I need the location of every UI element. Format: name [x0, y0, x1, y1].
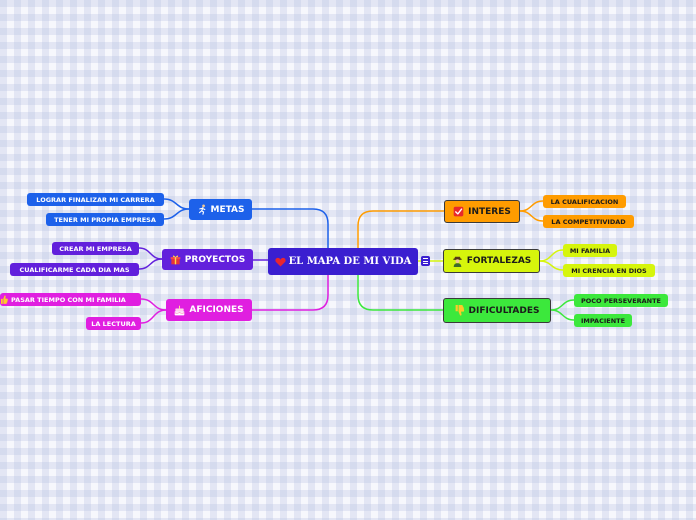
link-fortalezas-child-1 [539, 249, 564, 262]
subtopic-poco-perseverante[interactable]: POCO PERSEVERANTE [574, 294, 668, 307]
subtopic-label: MI CRENCIA EN DIOS [571, 266, 647, 275]
heart-icon [274, 257, 286, 267]
branch-label: PROYECTOS [184, 254, 246, 265]
link-center-metas [251, 208, 329, 249]
branch-label: METAS [210, 204, 245, 215]
subtopic-label: LA COMPETITIVIDAD [551, 217, 626, 226]
gift-icon [170, 254, 181, 265]
branch-interes[interactable]: INTERES [444, 200, 520, 223]
subtopic-pasar-tiempo[interactable]: PASAR TIEMPO CON MI FAMILIA [0, 293, 141, 306]
subtopic-label: LA CUALIFICACION [550, 197, 619, 206]
subtopic-label: TENER MI PROPIA EMPRESA [54, 215, 156, 224]
link-aficiones-child-2 [140, 309, 167, 324]
subtopic-label: POCO PERSEVERANTE [581, 296, 661, 305]
thumbs-down-icon [455, 305, 465, 316]
branch-aficiones[interactable]: AFICIONES [166, 299, 252, 321]
subtopic-label: IMPACIENTE [580, 316, 626, 325]
link-proyectos-child-2 [138, 258, 163, 270]
link-metas-child-2 [163, 208, 190, 220]
subtopic-label: CREAR MI EMPRESA [59, 244, 132, 253]
branch-label: FORTALEZAS [466, 256, 532, 266]
subtopic-label: CUALIFICARME CADA DIA MAS [19, 265, 130, 274]
subtopic-cualificacion[interactable]: LA CUALIFICACION [543, 195, 626, 208]
branch-fortalezas[interactable]: FORTALEZAS [443, 249, 540, 273]
subtopic-label: LOGRAR FINALIZAR MI CARRERA [36, 195, 155, 204]
notes-icon[interactable] [421, 256, 430, 266]
branch-label: DIFICULTADES [468, 305, 540, 316]
subtopic-crear-empresa[interactable]: CREAR MI EMPRESA [52, 242, 139, 255]
link-proyectos-child-1 [138, 247, 163, 260]
subtopic-cualificarme[interactable]: CUALIFICARME CADA DIA MAS [10, 263, 139, 276]
hand-icon [1, 295, 8, 304]
link-metas-child-1 [163, 198, 190, 210]
branch-metas[interactable]: METAS [189, 199, 252, 220]
subtopic-label: LA LECTURA [91, 319, 136, 328]
link-dificultades-child-1 [550, 299, 575, 311]
link-interes-child-1 [519, 200, 544, 212]
subtopic-la-lectura[interactable]: LA LECTURA [86, 317, 141, 330]
central-topic[interactable]: EL MAPA DE MI VIDA [268, 248, 418, 275]
link-aficiones-child-1 [140, 298, 167, 311]
person-icon [452, 256, 463, 267]
subtopic-lograr-finalizar[interactable]: LOGRAR FINALIZAR MI CARRERA [27, 193, 164, 206]
branch-dificultades[interactable]: DIFICULTADES [443, 298, 551, 323]
link-center-interes [357, 210, 445, 249]
link-center-aficiones [251, 274, 329, 311]
subtopic-impaciente[interactable]: IMPACIENTE [574, 314, 632, 327]
link-center-dificultades [357, 274, 444, 311]
checkbox-icon [453, 206, 464, 217]
runner-icon [197, 204, 207, 215]
link-interes-child-2 [519, 210, 544, 222]
branch-label: INTERES [468, 206, 511, 217]
cake-icon [174, 305, 185, 316]
subtopic-competitividad[interactable]: LA COMPETITIVIDAD [543, 215, 634, 228]
subtopic-label: MI FAMILIA [569, 246, 611, 255]
link-fortalezas-child-2 [539, 260, 564, 271]
central-topic-label: EL MAPA DE MI VIDA [288, 256, 412, 267]
subtopic-mi-familia[interactable]: MI FAMILIA [563, 244, 617, 257]
branch-proyectos[interactable]: PROYECTOS [162, 249, 253, 270]
subtopic-tener-empresa[interactable]: TENER MI PROPIA EMPRESA [46, 213, 164, 226]
subtopic-label: PASAR TIEMPO CON MI FAMILIA [11, 295, 126, 304]
subtopic-creencia-dios[interactable]: MI CRENCIA EN DIOS [563, 264, 655, 277]
branch-label: AFICIONES [189, 305, 244, 315]
link-dificultades-child-2 [550, 309, 575, 321]
